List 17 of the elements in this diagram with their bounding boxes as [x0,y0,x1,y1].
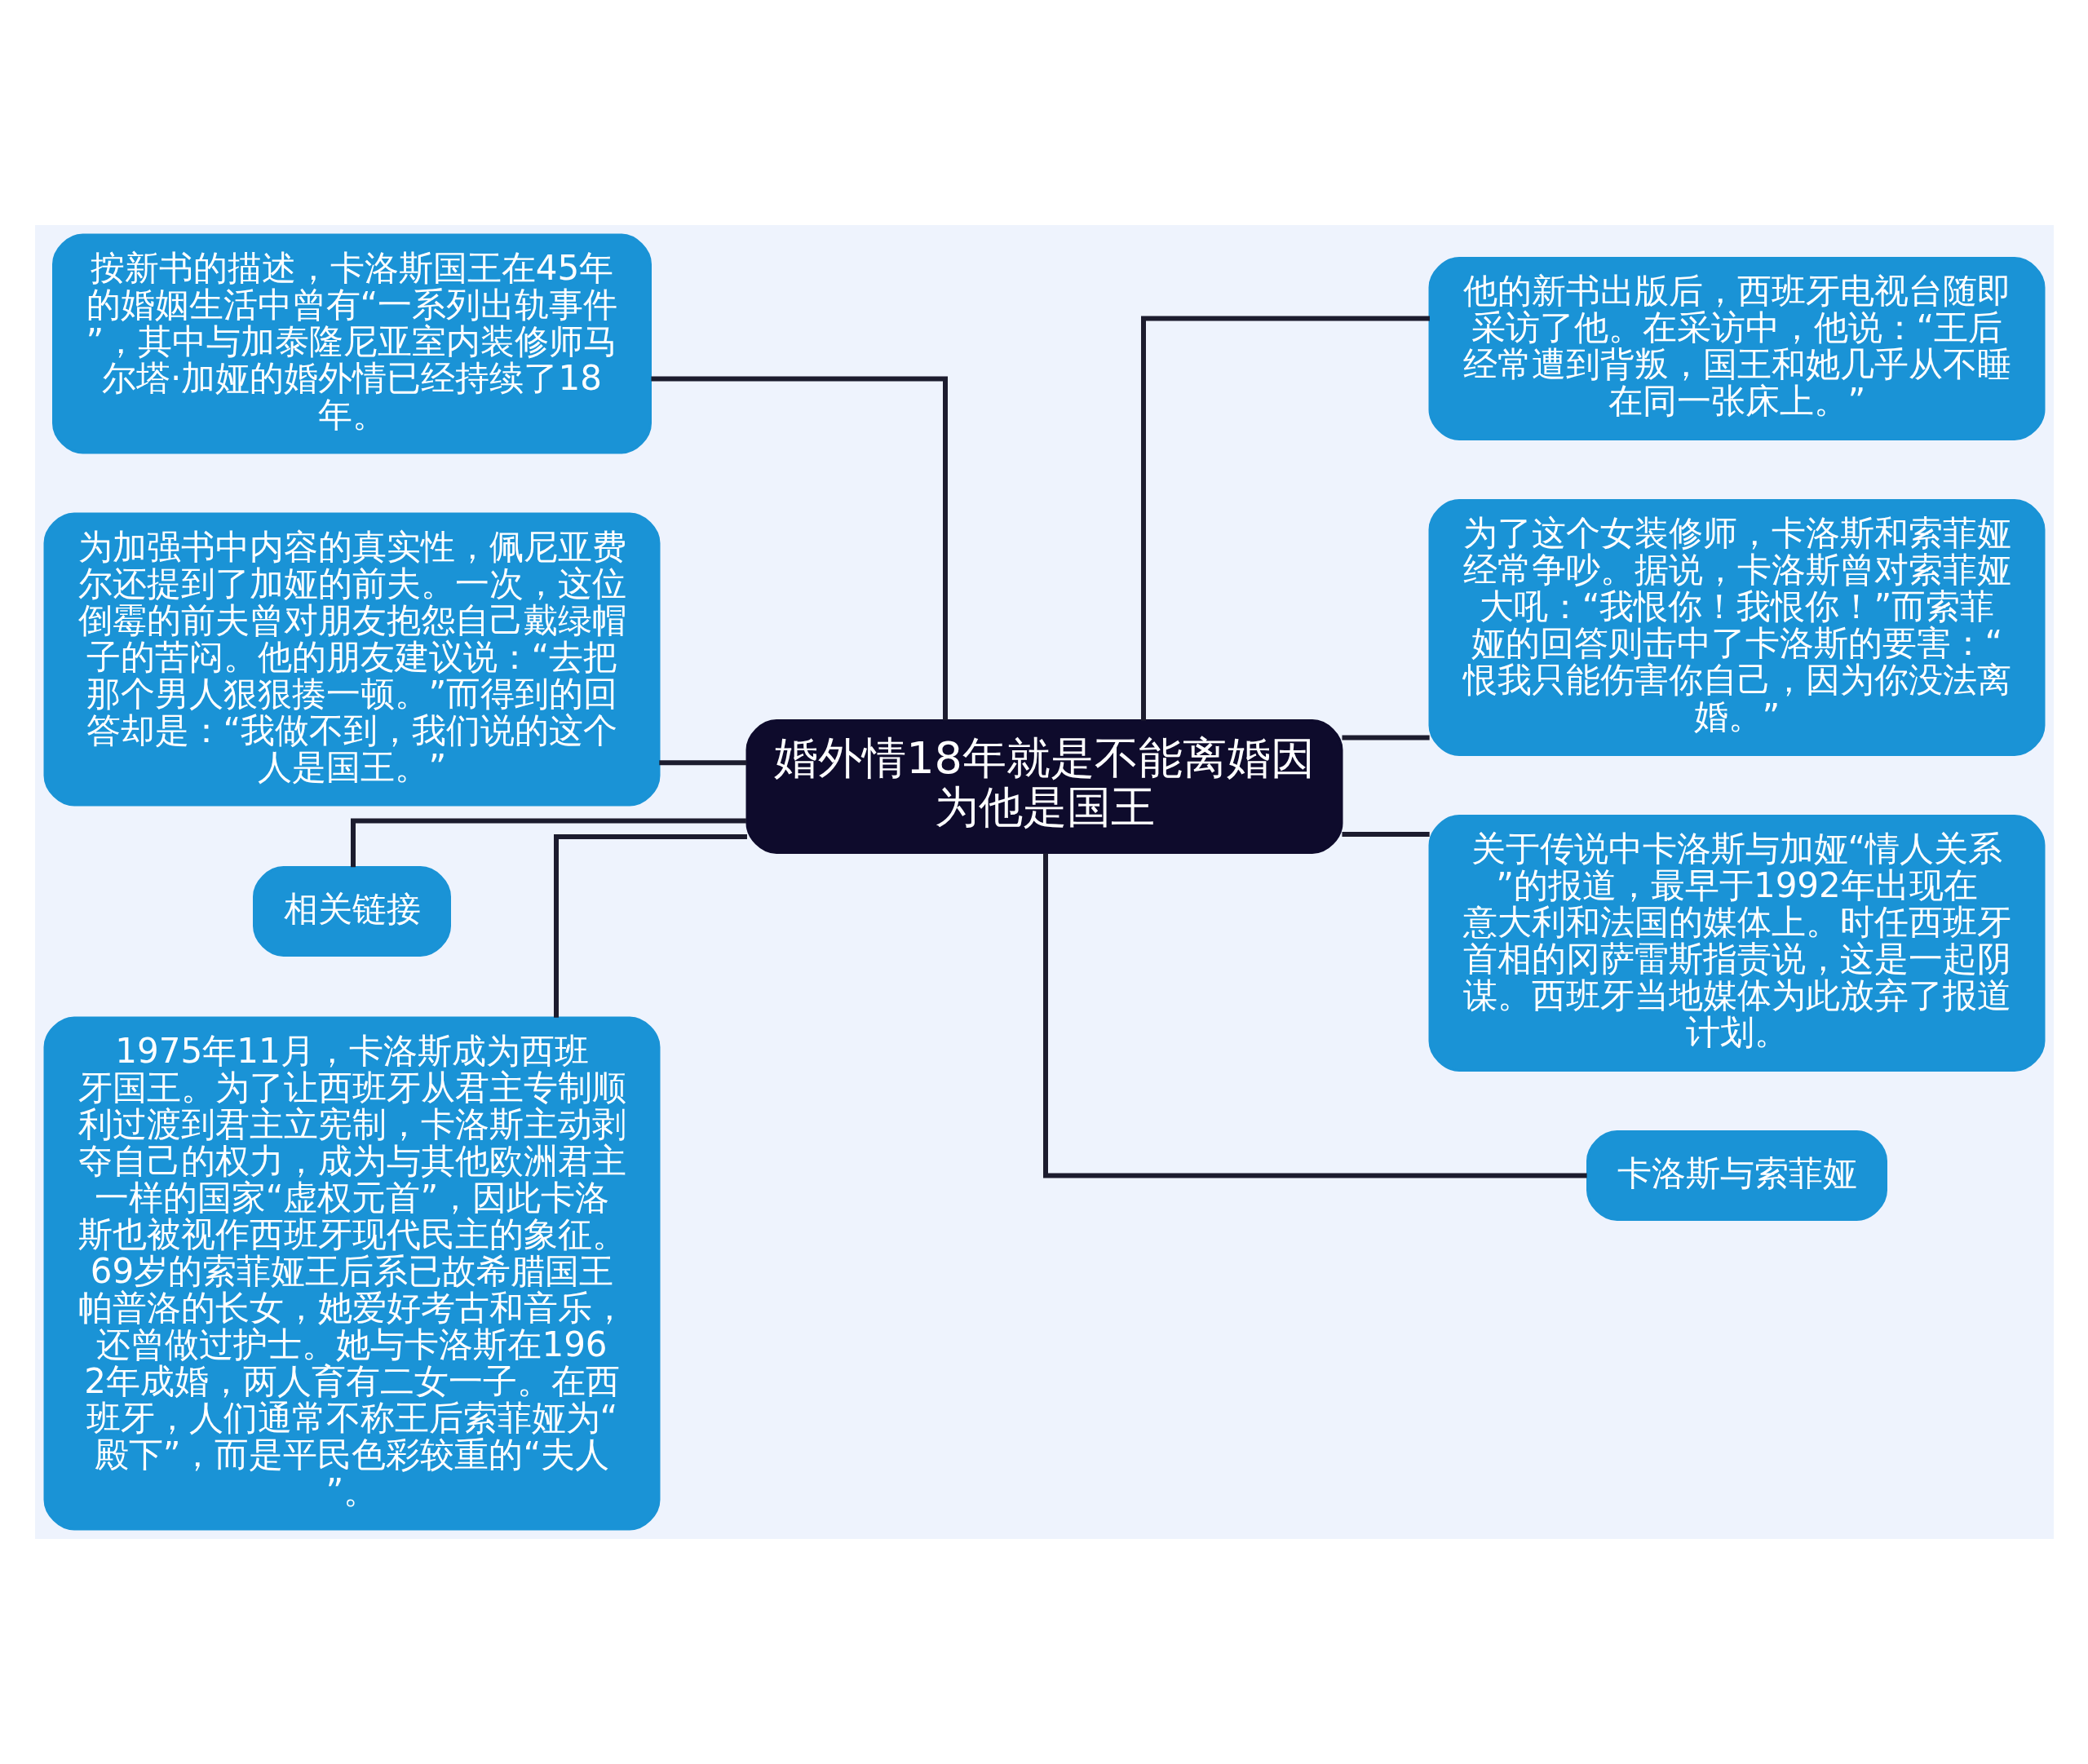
node-box: 婚外情18年就是不能离婚因为他是国王 [745,719,1343,854]
node-box: 为加强书中内容的真实性，佩尼亚费尔还提到了加娅的前夫。一次，这位倒霉的前夫曾对朋友抱怨自己戴绿帽子的苦闷。他的朋友建议说：“去把那个男人狠狠揍一顿。”而得到的回答却是：“我做不到，我们说的这个人是国王。” [43,512,660,807]
connector [1342,832,1430,837]
connector [1042,853,1587,1178]
connector [1140,316,1430,721]
connector [553,834,747,1018]
connector [658,760,746,766]
node-box: 关于传说中卡洛斯与加娅“情人关系”的报道，最早于1992年出现在意大利和法国的媒体上。时任西班牙首相的冈萨雷斯指责说，这是一起阴谋。西班牙当地媒体为此放弃了报道计划。 [1428,815,2045,1072]
connector [650,376,948,721]
node-box: 他的新书出版后，西班牙电视台随即采访了他。在采访中，他说：“王后经常遭到背叛，国王和她几乎从不睡在同一张床上。” [1428,257,2045,440]
connector [350,818,746,868]
node-box: 相关链接 [252,866,451,957]
node-box: 卡洛斯与索菲娅 [1586,1130,1887,1221]
node-box: 为了这个女装修师，卡洛斯和索菲娅经常争吵。据说，卡洛斯曾对索菲娅大吼：“我恨你！我恨你！”而索菲娅的回答则击中了卡洛斯的要害：“恨我只能伤害你自己，因为你没法离婚。” [1428,499,2045,756]
node-box: 按新书的描述，卡洛斯国王在45年的婚姻生活中曾有“一系列出轨事件”，其中与加泰隆尼亚室内装修师马尔塔·加娅的婚外情已经持续了18年。 [51,233,652,454]
node-box: 1975年11月，卡洛斯成为西班牙国王。为了让西班牙从君主专制顺利过渡到君主立宪制，卡洛斯主动剥夺自己的权力，成为与其他欧洲君主一样的国家“虚权元首”，因此卡洛斯也被视作西班牙现代民主的象征。69岁的索菲娅王后系已故希腊国王帕普洛的长女，她爱好考古和音乐，还曾做过护士。她与卡洛斯在1962年成婚，两人育有二女一子。在西班牙，人们通常不称王后索菲娅为“殿下”，而是平民色彩较重的“夫人”。 [43,1016,660,1531]
connector [1342,735,1430,741]
